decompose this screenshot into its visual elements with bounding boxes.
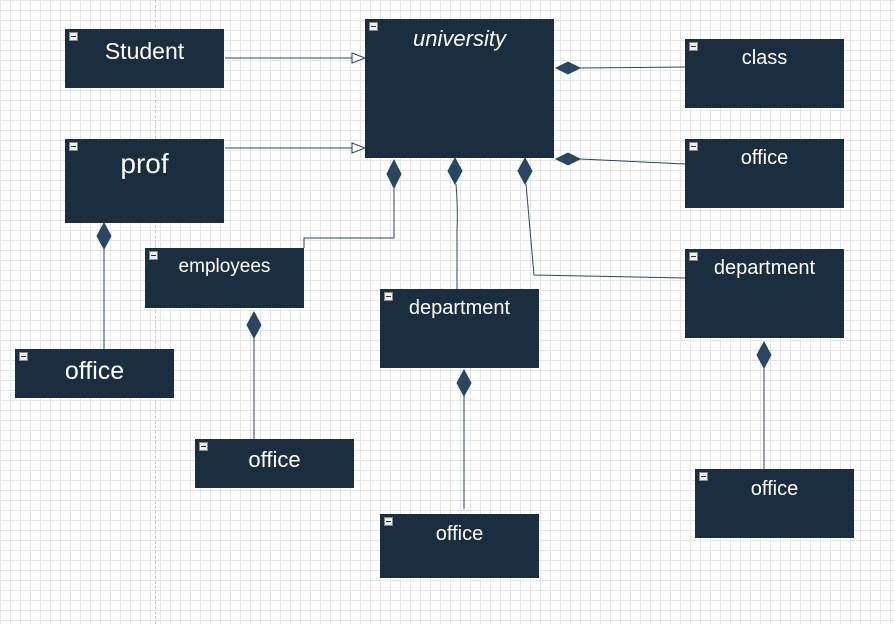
connector-university-department-right <box>525 183 686 279</box>
collapse-toggle-icon[interactable] <box>384 292 393 301</box>
class-node-employees[interactable]: employees <box>145 248 304 308</box>
collapse-toggle-icon[interactable] <box>699 472 708 481</box>
composition-diamond-office-right <box>554 152 582 166</box>
composition-diamond-employees-office <box>246 310 262 340</box>
node-label-department-right: department <box>713 257 816 279</box>
class-node-student[interactable]: Student <box>65 29 224 88</box>
connector-university-employees <box>303 188 395 248</box>
collapse-toggle-icon[interactable] <box>149 251 158 260</box>
class-node-university[interactable]: university <box>365 19 554 158</box>
composition-diamond-class <box>554 61 582 75</box>
collapse-toggle-icon[interactable] <box>19 352 28 361</box>
connector-university-office <box>579 158 686 165</box>
node-label-employees-office: office <box>248 447 301 472</box>
collapse-toggle-icon[interactable] <box>369 22 378 31</box>
class-node-employees-office[interactable]: office <box>195 439 354 488</box>
composition-diamond-department-center <box>447 156 463 186</box>
composition-diamond-department-right-office <box>756 340 772 370</box>
composition-diamond-department-center-office <box>456 368 472 398</box>
class-node-department-right-office[interactable]: office <box>695 469 854 538</box>
collapse-toggle-icon[interactable] <box>384 517 393 526</box>
connector-university-department-center <box>455 183 458 289</box>
node-label-department-center: department <box>408 297 511 319</box>
composition-diamond-employees <box>386 158 402 190</box>
node-label-department-right-office: office <box>750 478 799 500</box>
inheritance-arrow-prof <box>351 142 367 154</box>
class-node-prof-office[interactable]: office <box>15 349 174 398</box>
node-label-university-office: office <box>740 147 789 169</box>
node-label-university: university <box>413 26 506 51</box>
class-node-prof[interactable]: prof <box>65 139 224 223</box>
node-label-prof-office: office <box>64 357 125 385</box>
class-node-department-right[interactable]: department <box>685 249 844 338</box>
class-node-class[interactable]: class <box>685 39 844 108</box>
collapse-toggle-icon[interactable] <box>199 442 208 451</box>
composition-diamond-prof-office <box>96 221 112 251</box>
composition-diamond-department-right <box>517 156 533 186</box>
class-node-university-office[interactable]: office <box>685 139 844 208</box>
node-label-employees: employees <box>178 256 271 277</box>
connector-university-class <box>579 66 686 69</box>
node-label-class: class <box>741 47 788 69</box>
node-label-department-center-office: office <box>435 523 484 545</box>
class-node-department-center[interactable]: department <box>380 289 539 368</box>
collapse-toggle-icon[interactable] <box>689 252 698 261</box>
class-node-department-center-office[interactable]: office <box>380 514 539 578</box>
node-label-prof: prof <box>120 148 169 179</box>
collapse-toggle-icon[interactable] <box>69 142 78 151</box>
collapse-toggle-icon[interactable] <box>69 32 78 41</box>
inheritance-arrow-student <box>351 52 367 64</box>
collapse-toggle-icon[interactable] <box>689 142 698 151</box>
node-label-student: Student <box>104 38 185 64</box>
collapse-toggle-icon[interactable] <box>689 42 698 51</box>
page-break-guide <box>155 0 156 624</box>
